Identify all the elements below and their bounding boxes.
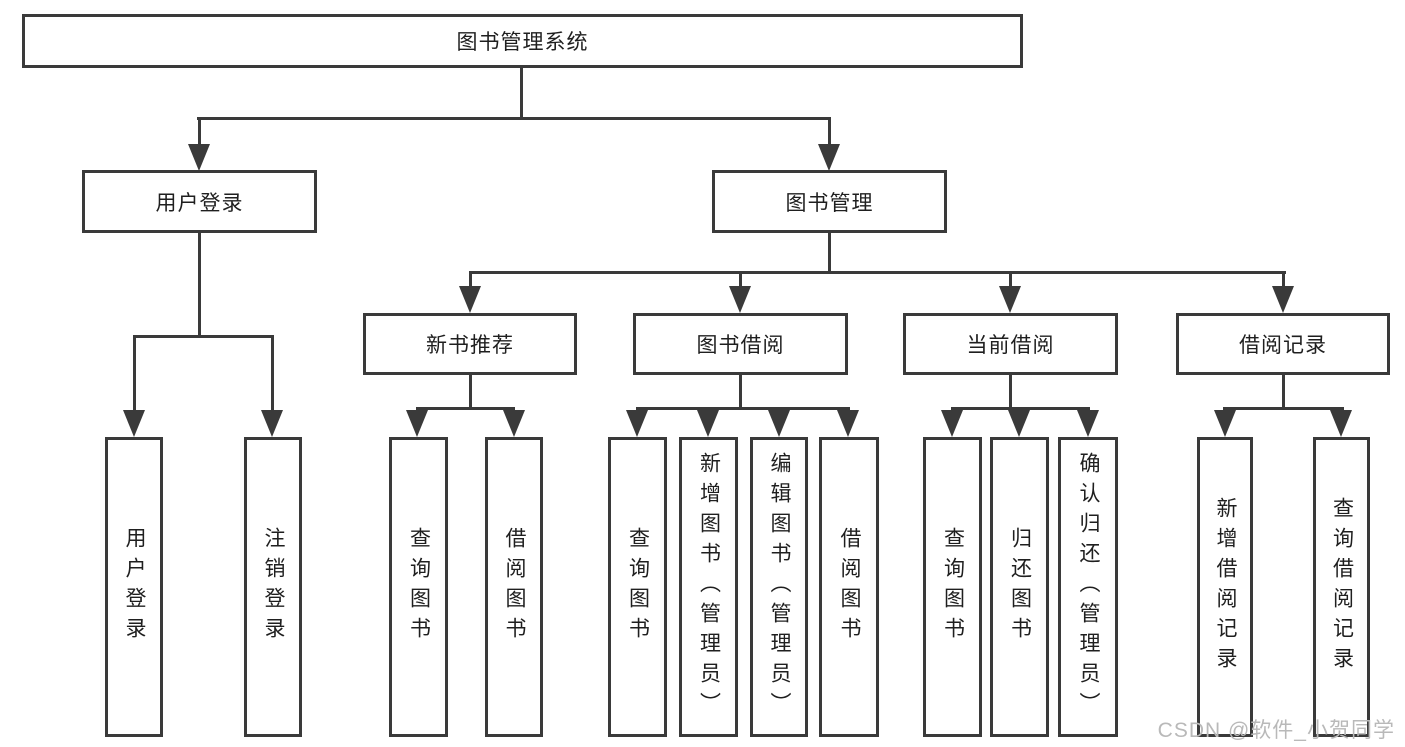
- connector-new-book-drop: [469, 272, 472, 288]
- leaf-cb-return-books: 归还图书: [990, 437, 1049, 737]
- arrowhead-book-management: [818, 144, 840, 171]
- connector-leaf-login-drop: [133, 335, 136, 412]
- arrowhead-book-borrow: [729, 286, 751, 313]
- leaf-logout: 注销登录: [244, 437, 302, 737]
- connector-borrow-records-branch: [1223, 407, 1344, 410]
- node-new-book-recommend: 新书推荐: [363, 313, 577, 375]
- arrowhead-cb-query: [941, 410, 963, 437]
- connector-root-stem: [520, 68, 523, 120]
- connector-level2-branch: [197, 117, 831, 120]
- leaf-bb-edit-books: 编辑图书（管理员）: [750, 437, 808, 737]
- connector-book-management-drop: [828, 118, 831, 148]
- arrowhead-nb-borrow: [503, 410, 525, 437]
- node-library-system-label: 图书管理系统: [456, 31, 589, 54]
- connector-book-management-stem: [828, 233, 831, 274]
- arrowhead-cb-confirm: [1077, 410, 1099, 437]
- connector-book-borrow-stem: [739, 375, 742, 410]
- connector-leaf-logout-drop: [271, 335, 274, 412]
- arrowhead-current-borrow: [999, 286, 1021, 313]
- node-borrow-records: 借阅记录: [1176, 313, 1390, 375]
- leaf-cb-query-books-label: 查询图书: [941, 527, 965, 647]
- leaf-bb-query-books: 查询图书: [608, 437, 667, 737]
- watermark: CSDN @软件_小贺同学: [1157, 719, 1395, 742]
- node-current-borrow-label: 当前借阅: [966, 334, 1055, 357]
- node-user-login-label: 用户登录: [155, 191, 244, 215]
- leaf-user-login: 用户登录: [105, 437, 163, 737]
- leaf-nb-borrow-books-label: 借阅图书: [503, 527, 526, 647]
- leaf-bb-borrow-books-label: 借阅图书: [838, 527, 861, 647]
- node-book-management: 图书管理: [712, 170, 947, 233]
- connector-user-login-drop: [198, 118, 201, 148]
- arrowhead-bb-edit: [768, 410, 790, 437]
- arrowhead-bb-add: [697, 410, 719, 437]
- connector-current-borrow-drop: [1009, 272, 1012, 288]
- connector-borrow-records-stem: [1282, 375, 1285, 410]
- node-library-system: 图书管理系统: [22, 14, 1023, 68]
- connector-new-book-stem: [469, 375, 472, 410]
- connector-book-borrow-drop: [739, 272, 742, 288]
- connector-user-login-stem: [198, 233, 201, 337]
- connector-new-book-branch: [416, 407, 515, 410]
- leaf-nb-borrow-books: 借阅图书: [485, 437, 543, 737]
- connector-book-borrow-branch: [636, 407, 850, 410]
- arrowhead-leaf-login: [123, 410, 145, 437]
- arrowhead-br-query: [1330, 410, 1352, 437]
- node-book-borrow-label: 图书借阅: [696, 334, 785, 357]
- arrowhead-borrow-records: [1272, 286, 1294, 313]
- leaf-user-login-label: 用户登录: [123, 527, 146, 647]
- leaf-br-add-record: 新增借阅记录: [1197, 437, 1253, 737]
- leaf-br-add-record-label: 新增借阅记录: [1214, 497, 1237, 677]
- leaf-bb-borrow-books: 借阅图书: [819, 437, 879, 737]
- leaf-br-query-record: 查询借阅记录: [1313, 437, 1370, 737]
- leaf-bb-add-books: 新增图书（管理员）: [679, 437, 738, 737]
- node-borrow-records-label: 借阅记录: [1239, 334, 1327, 357]
- leaf-nb-query-books-label: 查询图书: [407, 527, 431, 647]
- leaf-cb-confirm-return-label: 确认归还（管理员）: [1077, 452, 1100, 722]
- connector-level3-branch: [469, 271, 1286, 274]
- arrowhead-br-add: [1214, 410, 1236, 437]
- arrowhead-new-book: [459, 286, 481, 313]
- connector-user-login-branch: [133, 335, 274, 338]
- connector-borrow-records-drop: [1282, 272, 1285, 288]
- arrowhead-leaf-logout: [261, 410, 283, 437]
- node-new-book-recommend-label: 新书推荐: [426, 334, 514, 357]
- leaf-cb-return-books-label: 归还图书: [1008, 527, 1032, 647]
- leaf-cb-query-books: 查询图书: [923, 437, 982, 737]
- node-book-borrow: 图书借阅: [633, 313, 848, 375]
- leaf-br-query-record-label: 查询借阅记录: [1330, 497, 1354, 677]
- node-user-login: 用户登录: [82, 170, 317, 233]
- arrowhead-bb-borrow: [837, 410, 859, 437]
- leaf-logout-label: 注销登录: [262, 527, 285, 647]
- node-current-borrow: 当前借阅: [903, 313, 1118, 375]
- arrowhead-bb-query: [626, 410, 648, 437]
- leaf-nb-query-books: 查询图书: [389, 437, 448, 737]
- leaf-bb-edit-books-label: 编辑图书（管理员）: [768, 452, 791, 722]
- connector-current-borrow-stem: [1009, 375, 1012, 410]
- arrowhead-user-login: [188, 144, 210, 171]
- connector-current-borrow-branch: [951, 407, 1090, 410]
- arrowhead-nb-query: [406, 410, 428, 437]
- arrowhead-cb-return: [1008, 410, 1030, 437]
- leaf-bb-add-books-label: 新增图书（管理员）: [697, 452, 721, 722]
- leaf-cb-confirm-return: 确认归还（管理员）: [1058, 437, 1118, 737]
- node-book-management-label: 图书管理: [785, 191, 874, 215]
- leaf-bb-query-books-label: 查询图书: [626, 527, 650, 647]
